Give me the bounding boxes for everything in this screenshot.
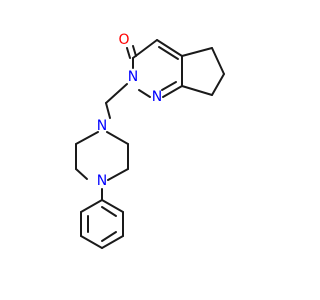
bond-pip-1 <box>75 131 99 145</box>
bonds <box>75 39 225 249</box>
bond-ch2-npip <box>105 102 111 119</box>
bond-c6-c7 <box>211 73 225 96</box>
bond-c3-c4 <box>132 39 158 59</box>
bond-ph-inner-2 <box>101 231 117 242</box>
atom-labels: O N N N N <box>97 32 162 189</box>
bond-pip-4 <box>106 131 129 145</box>
bond-pip-6 <box>107 168 129 181</box>
bond-c7-c7a <box>181 85 213 96</box>
nitrogen-label-n1: N <box>152 89 162 105</box>
bond-c4-c4a <box>156 39 183 57</box>
bond-n1-n2 <box>138 89 151 98</box>
bond-ph-3 <box>80 235 103 249</box>
nitrogen-label-n2: N <box>128 69 138 85</box>
bond-c3-o <box>126 47 131 59</box>
bond-c7a-n1 <box>162 85 183 98</box>
nitrogen-label-piperazine-bottom: N <box>97 173 107 189</box>
oxygen-label: O <box>118 32 129 48</box>
bond-ph-6 <box>101 199 124 213</box>
bond-n2-ch2 <box>105 83 128 104</box>
bond-c3-o-2 <box>132 45 137 57</box>
bond-ph-4 <box>101 235 124 249</box>
bond-c7a-n1-inner <box>161 81 177 91</box>
bond-ph-inner-3 <box>101 206 117 217</box>
bond-c5-c6 <box>211 47 225 75</box>
nitrogen-label-piperazine-top: N <box>97 118 107 134</box>
bond-c4-c4a-inner <box>158 46 179 60</box>
molecule-diagram: O N N N N <box>75 32 225 249</box>
bond-ph-1 <box>80 199 103 213</box>
bond-pip-3 <box>75 168 88 180</box>
bond-c4a-c5 <box>181 47 213 57</box>
